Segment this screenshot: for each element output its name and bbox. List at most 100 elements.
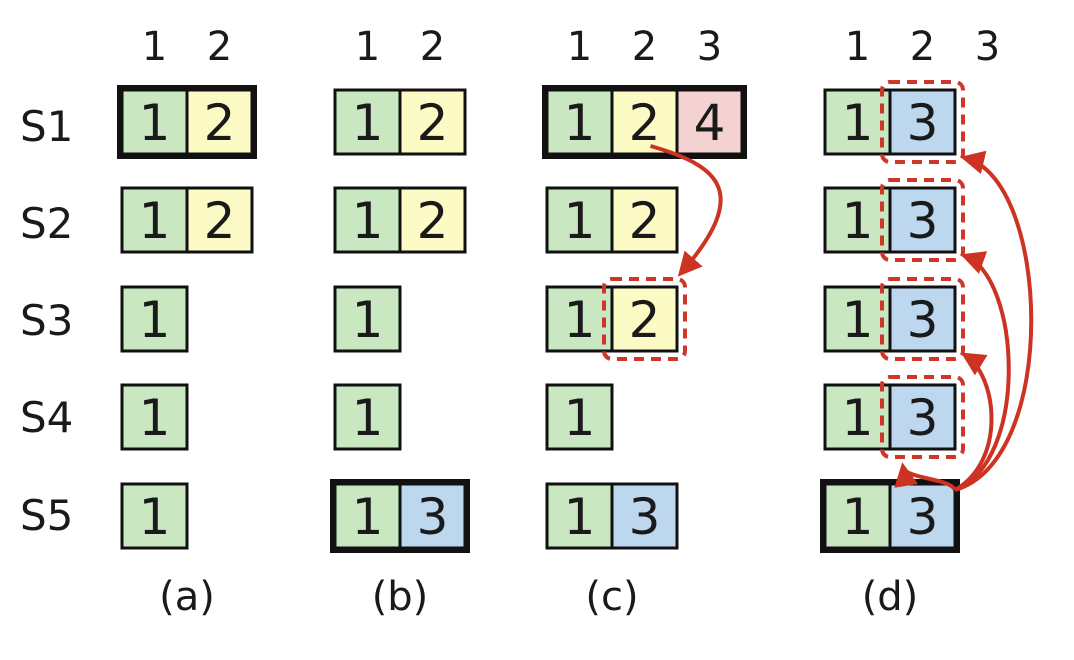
log-entry-term-label: 1 — [564, 94, 596, 152]
panel-c-index-label-1: 1 — [567, 24, 592, 70]
panel-a-log-s3: 1 — [120, 285, 189, 353]
panel-a-index-label-1: 1 — [142, 24, 167, 70]
log-entry-term-label: 3 — [417, 488, 449, 546]
log-entry-term-1 — [120, 482, 189, 550]
log-entry-term-label: 2 — [204, 94, 236, 152]
leader-outline — [330, 479, 470, 553]
log-entry-term-2 — [398, 88, 467, 156]
log-entry-term-1 — [120, 383, 189, 451]
log-entry-term-1 — [823, 383, 892, 451]
log-entry-term-label: 1 — [564, 291, 596, 349]
log-entry-term-label: 1 — [352, 488, 384, 546]
log-entry-term-label: 1 — [842, 192, 874, 250]
log-entry-term-label: 1 — [352, 192, 384, 250]
log-entry-term-label: 3 — [907, 389, 939, 447]
replicated-entry-highlight — [880, 375, 965, 459]
panel-d-arrow-s5-to-s2 — [954, 251, 1011, 492]
log-entry-term-label: 1 — [564, 488, 596, 546]
log-entry-term-1 — [545, 482, 614, 550]
log-entry-term-label: 1 — [139, 389, 171, 447]
panel-a-log-s5: 1 — [120, 482, 189, 550]
leader-outline — [542, 85, 747, 159]
panel-d-caption: (d) — [862, 574, 919, 620]
replicated-entry-highlight — [880, 80, 965, 164]
log-entry-term-2 — [610, 88, 679, 156]
replicated-entry-highlight — [880, 178, 965, 262]
panel-b-log-s3: 1 — [333, 285, 402, 353]
log-entry-term-3 — [610, 482, 679, 550]
log-entry-term-1 — [333, 383, 402, 451]
replication-arrows — [649, 144, 1034, 492]
log-entry-term-3 — [888, 285, 957, 353]
log-entry-term-label: 1 — [564, 192, 596, 250]
panel-a-caption: (a) — [159, 574, 215, 620]
log-entry-term-3 — [888, 383, 957, 451]
log-entry-term-label: 1 — [842, 488, 874, 546]
server-labels: S1 S2 S3 S4 S5 — [20, 102, 73, 540]
log-entry-term-label: 1 — [842, 291, 874, 349]
log-entry-term-1 — [333, 285, 402, 353]
panel-a-index-label-2: 2 — [207, 24, 232, 70]
leader-outline — [117, 85, 257, 159]
panel-c-caption: (c) — [585, 574, 638, 620]
log-entry-term-label: 2 — [629, 291, 661, 349]
log-entry-term-2 — [185, 186, 254, 254]
log-entry-term-label: 1 — [352, 291, 384, 349]
log-entry-term-label: 1 — [139, 94, 171, 152]
log-entry-term-label: 3 — [907, 488, 939, 546]
log-entry-term-4 — [675, 88, 744, 156]
log-entry-term-label: 1 — [842, 389, 874, 447]
replicated-entry-highlight — [602, 277, 687, 361]
log-entry-term-1 — [823, 285, 892, 353]
log-entry-term-label: 2 — [629, 94, 661, 152]
log-entry-term-1 — [333, 88, 402, 156]
server-label-s5: S5 — [20, 491, 73, 540]
log-entry-term-label: 3 — [907, 291, 939, 349]
leader-outline — [820, 479, 960, 553]
server-label-s1: S1 — [20, 102, 73, 151]
log-entry-term-3 — [888, 186, 957, 254]
log-entry-term-1 — [545, 186, 614, 254]
log-entry-term-label: 1 — [139, 192, 171, 250]
panel-d-arrow-s5-to-s4 — [894, 462, 957, 492]
server-label-s3: S3 — [20, 296, 73, 345]
panel-c-index-label-2: 2 — [632, 24, 657, 70]
log-entry-term-1 — [823, 186, 892, 254]
log-entry-term-2 — [398, 186, 467, 254]
panel-d-index-label-3: 3 — [975, 24, 1000, 70]
log-entry-term-label: 3 — [907, 94, 939, 152]
log-entry-term-label: 1 — [139, 488, 171, 546]
panel-b-index-label-1: 1 — [355, 24, 380, 70]
log-entry-term-label: 2 — [417, 94, 449, 152]
log-entry-term-label: 3 — [629, 488, 661, 546]
log-entry-term-1 — [823, 88, 892, 156]
panel-b-caption: (b) — [372, 574, 429, 620]
panel-d-index-label-1: 1 — [845, 24, 870, 70]
panel-b-index-label-2: 2 — [420, 24, 445, 70]
panel-c-log-s4: 1 — [545, 383, 614, 451]
log-entry-term-label: 1 — [352, 389, 384, 447]
panel-d-index-label-2: 2 — [910, 24, 935, 70]
log-entry-term-3 — [888, 88, 957, 156]
log-entry-term-label: 1 — [842, 94, 874, 152]
server-label-s4: S4 — [20, 393, 73, 442]
log-entry-term-label: 2 — [629, 192, 661, 250]
panel-d-arrow-s5-to-s1 — [954, 150, 1034, 492]
log-entry-term-label: 1 — [564, 389, 596, 447]
panel-c-arrow-s1-to-s3 — [649, 144, 723, 277]
log-entry-term-label: 3 — [907, 192, 939, 250]
